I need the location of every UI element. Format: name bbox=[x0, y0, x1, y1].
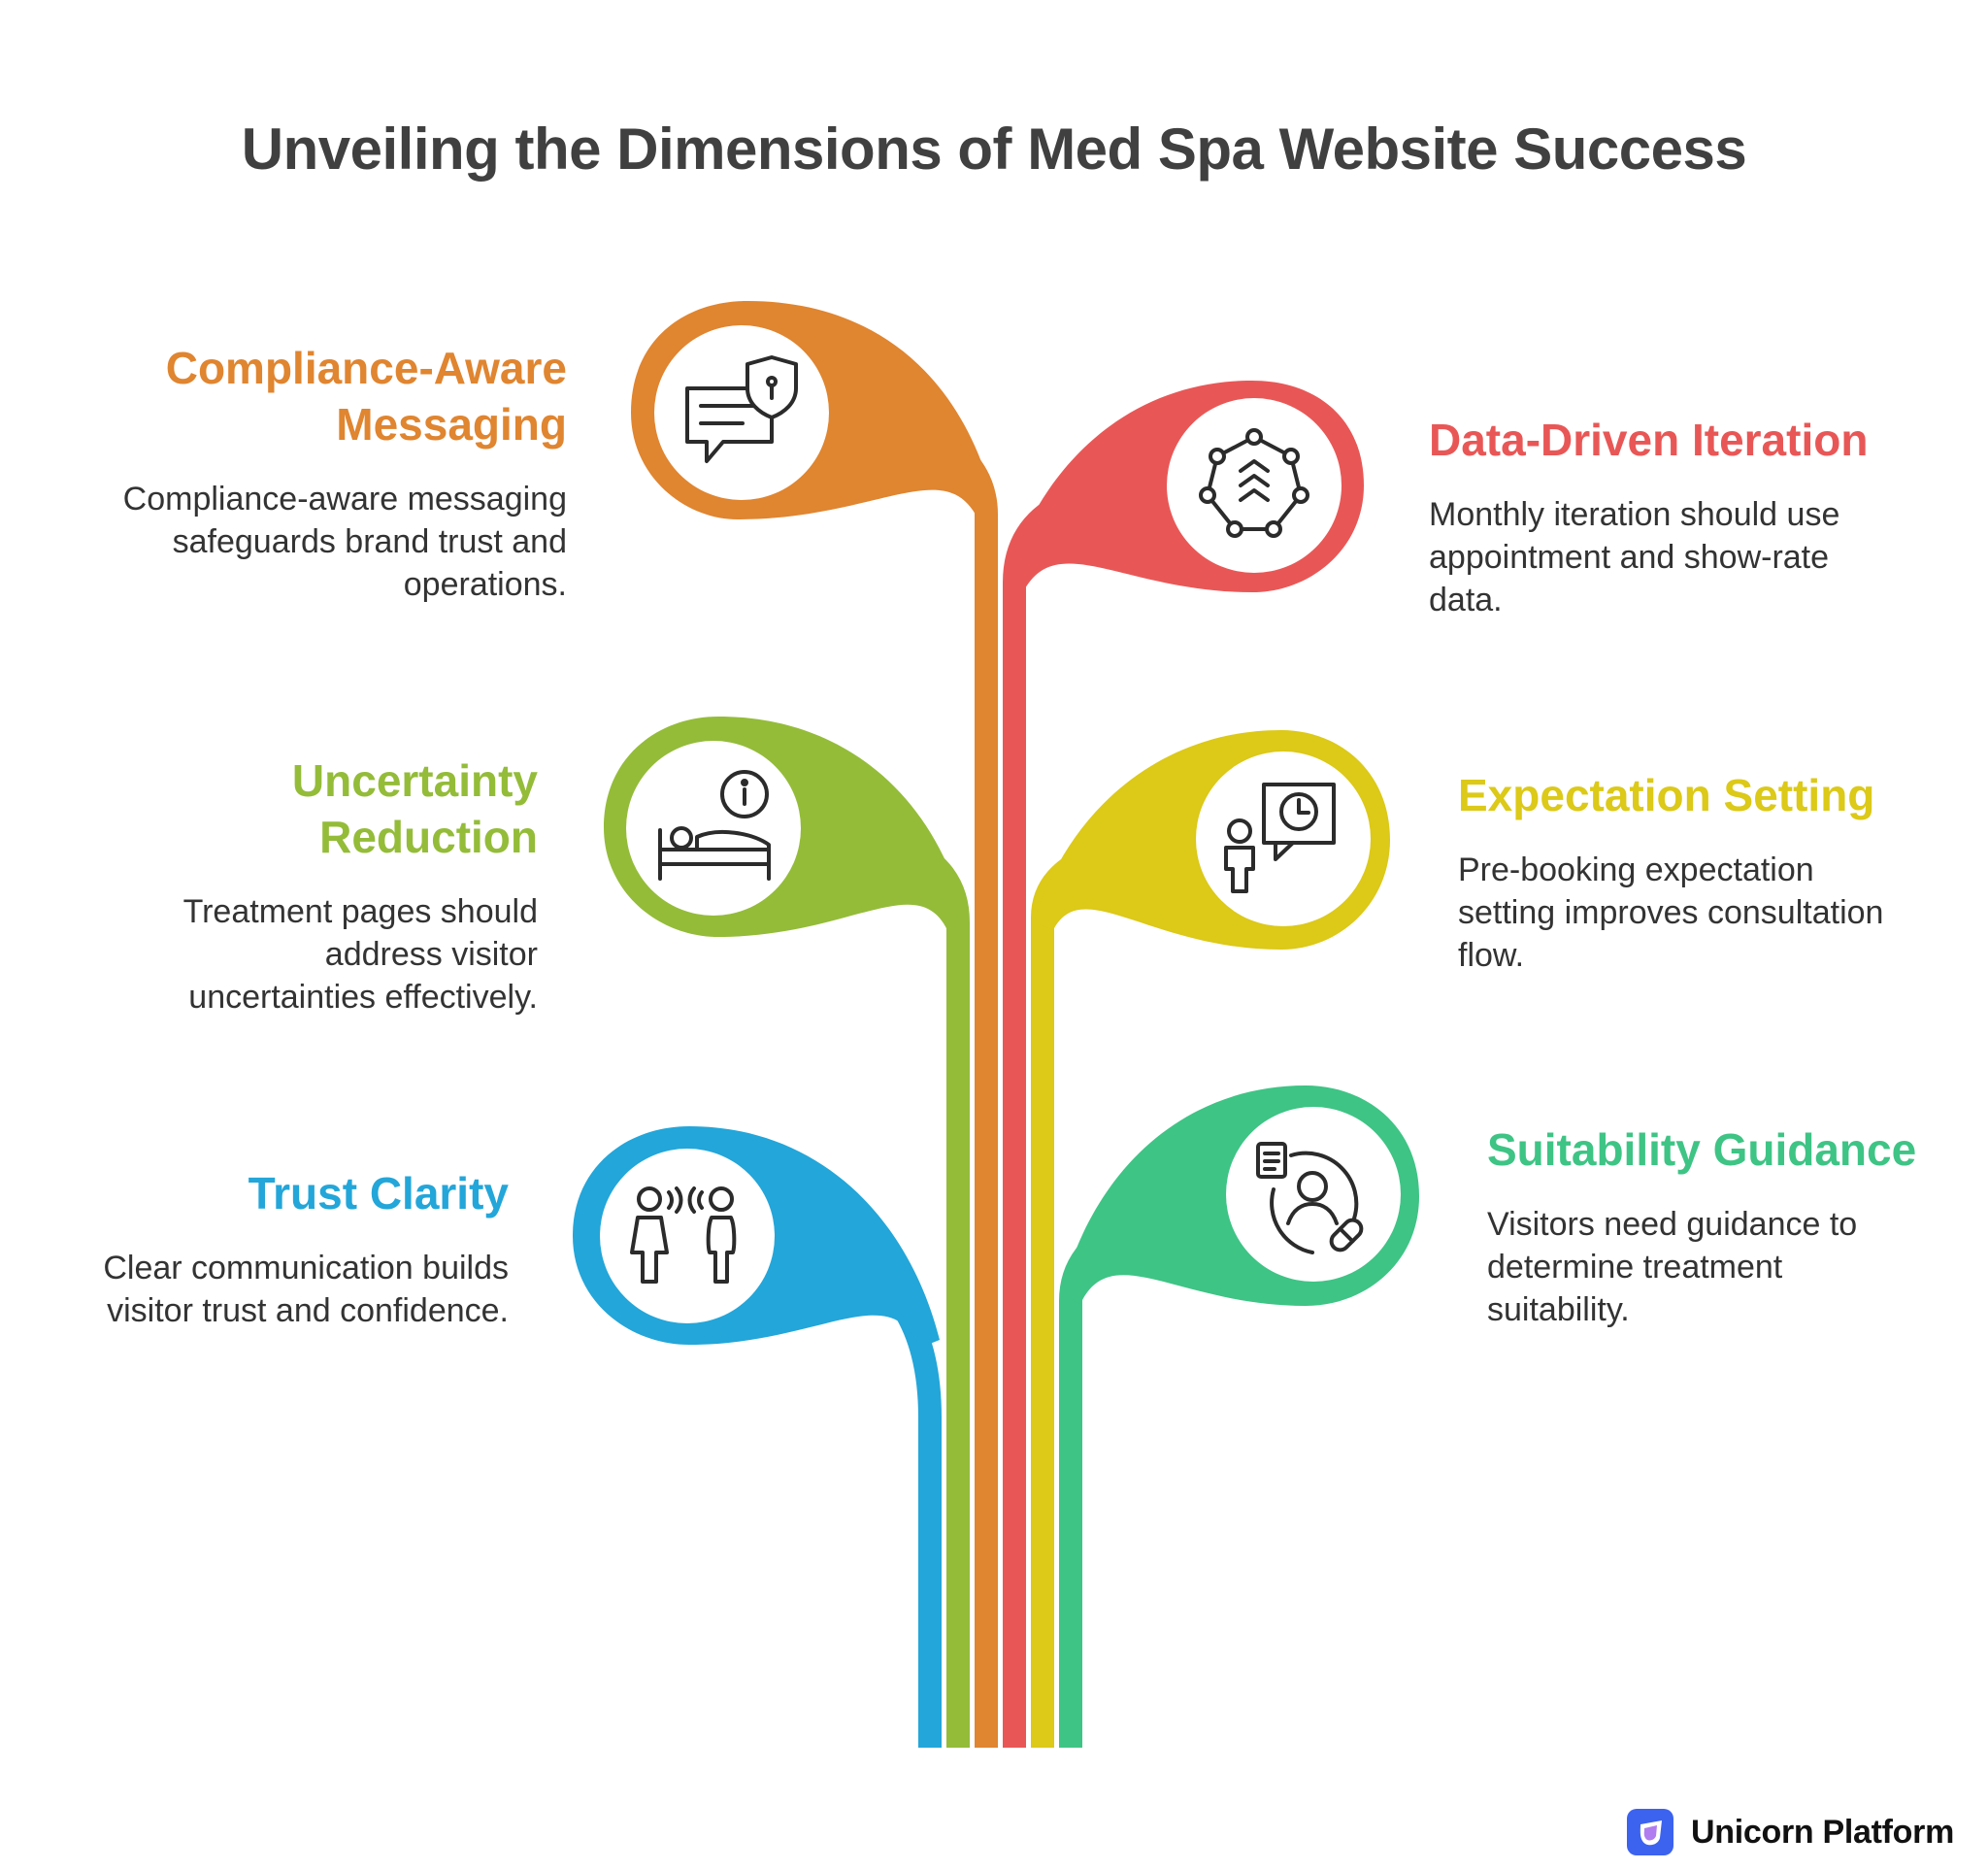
branch-compliance-text: Compliance-Aware Messaging Compliance-aw… bbox=[116, 340, 567, 606]
brand-name: Unicorn Platform bbox=[1691, 1813, 1955, 1851]
branch-description: Monthly iteration should use appointment… bbox=[1429, 496, 1840, 618]
hexagon-network-chevrons-icon bbox=[1199, 428, 1309, 538]
leaf-data-circle bbox=[1167, 398, 1342, 573]
branch-title: Suitability Guidance bbox=[1487, 1124, 1917, 1175]
branch-description: Treatment pages should address visitor u… bbox=[182, 893, 538, 1016]
branch-trust-text: Trust Clarity Clear communication builds… bbox=[58, 1165, 509, 1332]
branch-expectation-text: Expectation Setting Pre-booking expectat… bbox=[1458, 767, 1885, 977]
brand-logo[interactable]: Unicorn Platform bbox=[1627, 1806, 1954, 1858]
branch-description: Compliance-aware messaging safeguards br… bbox=[122, 481, 567, 603]
branch-title: Uncertainty Reduction bbox=[291, 755, 538, 862]
branch-description: Pre-booking expectation setting improves… bbox=[1458, 852, 1884, 974]
leaf-uncertainty-circle bbox=[626, 741, 801, 916]
chat-shield-icon bbox=[685, 355, 798, 463]
page-title: Unveiling the Dimensions of Med Spa Webs… bbox=[241, 117, 1747, 182]
leaf-trust-circle bbox=[600, 1149, 775, 1323]
branch-title: Compliance-Aware Messaging bbox=[165, 343, 567, 450]
leaf-suitability bbox=[1061, 1085, 1419, 1306]
leaf-data bbox=[1005, 381, 1364, 592]
leaf-expectation-circle bbox=[1196, 751, 1371, 926]
branch-suitability-text: Suitability Guidance Visitors need guida… bbox=[1487, 1121, 1924, 1331]
two-people-talking-icon bbox=[630, 1186, 737, 1284]
person-document-pill-icon bbox=[1256, 1142, 1364, 1254]
leaf-expectation bbox=[1034, 730, 1390, 950]
leaf-trust bbox=[573, 1126, 940, 1348]
leaf-suitability-circle bbox=[1226, 1107, 1401, 1282]
leaf-compliance bbox=[631, 301, 995, 519]
patient-bed-info-icon bbox=[658, 770, 771, 881]
person-clock-bubble-icon bbox=[1224, 783, 1336, 893]
branch-uncertainty-text: Uncertainty Reduction Treatment pages sh… bbox=[146, 752, 538, 1018]
unicorn-platform-logo-icon bbox=[1627, 1809, 1673, 1855]
branch-title: Trust Clarity bbox=[248, 1168, 509, 1219]
branch-description: Visitors need guidance to determine trea… bbox=[1487, 1206, 1858, 1328]
leaf-uncertainty bbox=[604, 717, 967, 937]
branch-title: Data-Driven Iteration bbox=[1429, 415, 1869, 465]
stems bbox=[737, 401, 1234, 1748]
leaf-compliance-circle bbox=[654, 325, 829, 500]
branch-title: Expectation Setting bbox=[1458, 770, 1875, 820]
branch-description: Clear communication builds visitor trust… bbox=[103, 1250, 509, 1329]
branch-data-text: Data-Driven Iteration Monthly iteration … bbox=[1429, 412, 1875, 621]
